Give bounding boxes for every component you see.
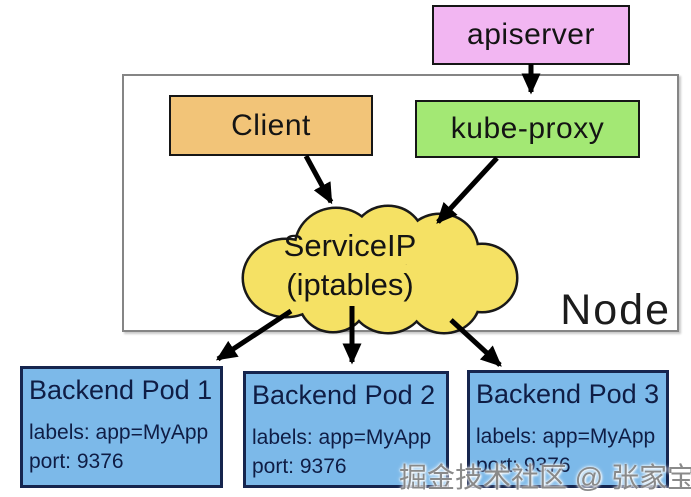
pod-title: Backend Pod 3 xyxy=(476,379,660,409)
backend-pod-3-box: Backend Pod 3 labels: app=MyApp port: 93… xyxy=(467,370,669,488)
apiserver-box: apiserver xyxy=(432,5,630,65)
service-cloud-label: ServiceIP (iptables) xyxy=(250,226,450,304)
pod-title: Backend Pod 1 xyxy=(29,375,213,405)
backend-pod-1-box: Backend Pod 1 labels: app=MyApp port: 93… xyxy=(20,366,223,488)
pod-port-line: port: 9376 xyxy=(252,455,347,478)
watermark: 掘金技术社区 @ 张家宝6837 xyxy=(399,462,691,493)
kube-proxy-box: kube-proxy xyxy=(415,100,640,158)
client-label: Client xyxy=(231,108,311,142)
service-cloud-icon xyxy=(241,204,519,335)
service-cloud-line2: (iptables) xyxy=(286,267,414,302)
service-cloud-line1: ServiceIP xyxy=(283,228,417,263)
client-box: Client xyxy=(169,95,373,156)
pod-port-line: port: 9376 xyxy=(476,454,571,477)
backend-pod-2-box: Backend Pod 2 labels: app=MyApp port: 93… xyxy=(243,371,449,488)
pod-labels-line: labels: app=MyApp xyxy=(252,426,432,449)
pod-port-line: port: 9376 xyxy=(29,450,124,473)
kube-proxy-label: kube-proxy xyxy=(450,112,605,145)
pod-labels-line: labels: app=MyApp xyxy=(476,425,656,448)
apiserver-label: apiserver xyxy=(467,18,595,51)
node-label: Node xyxy=(560,286,671,334)
pod-title: Backend Pod 2 xyxy=(252,380,436,410)
pod-labels-line: labels: app=MyApp xyxy=(29,421,209,444)
